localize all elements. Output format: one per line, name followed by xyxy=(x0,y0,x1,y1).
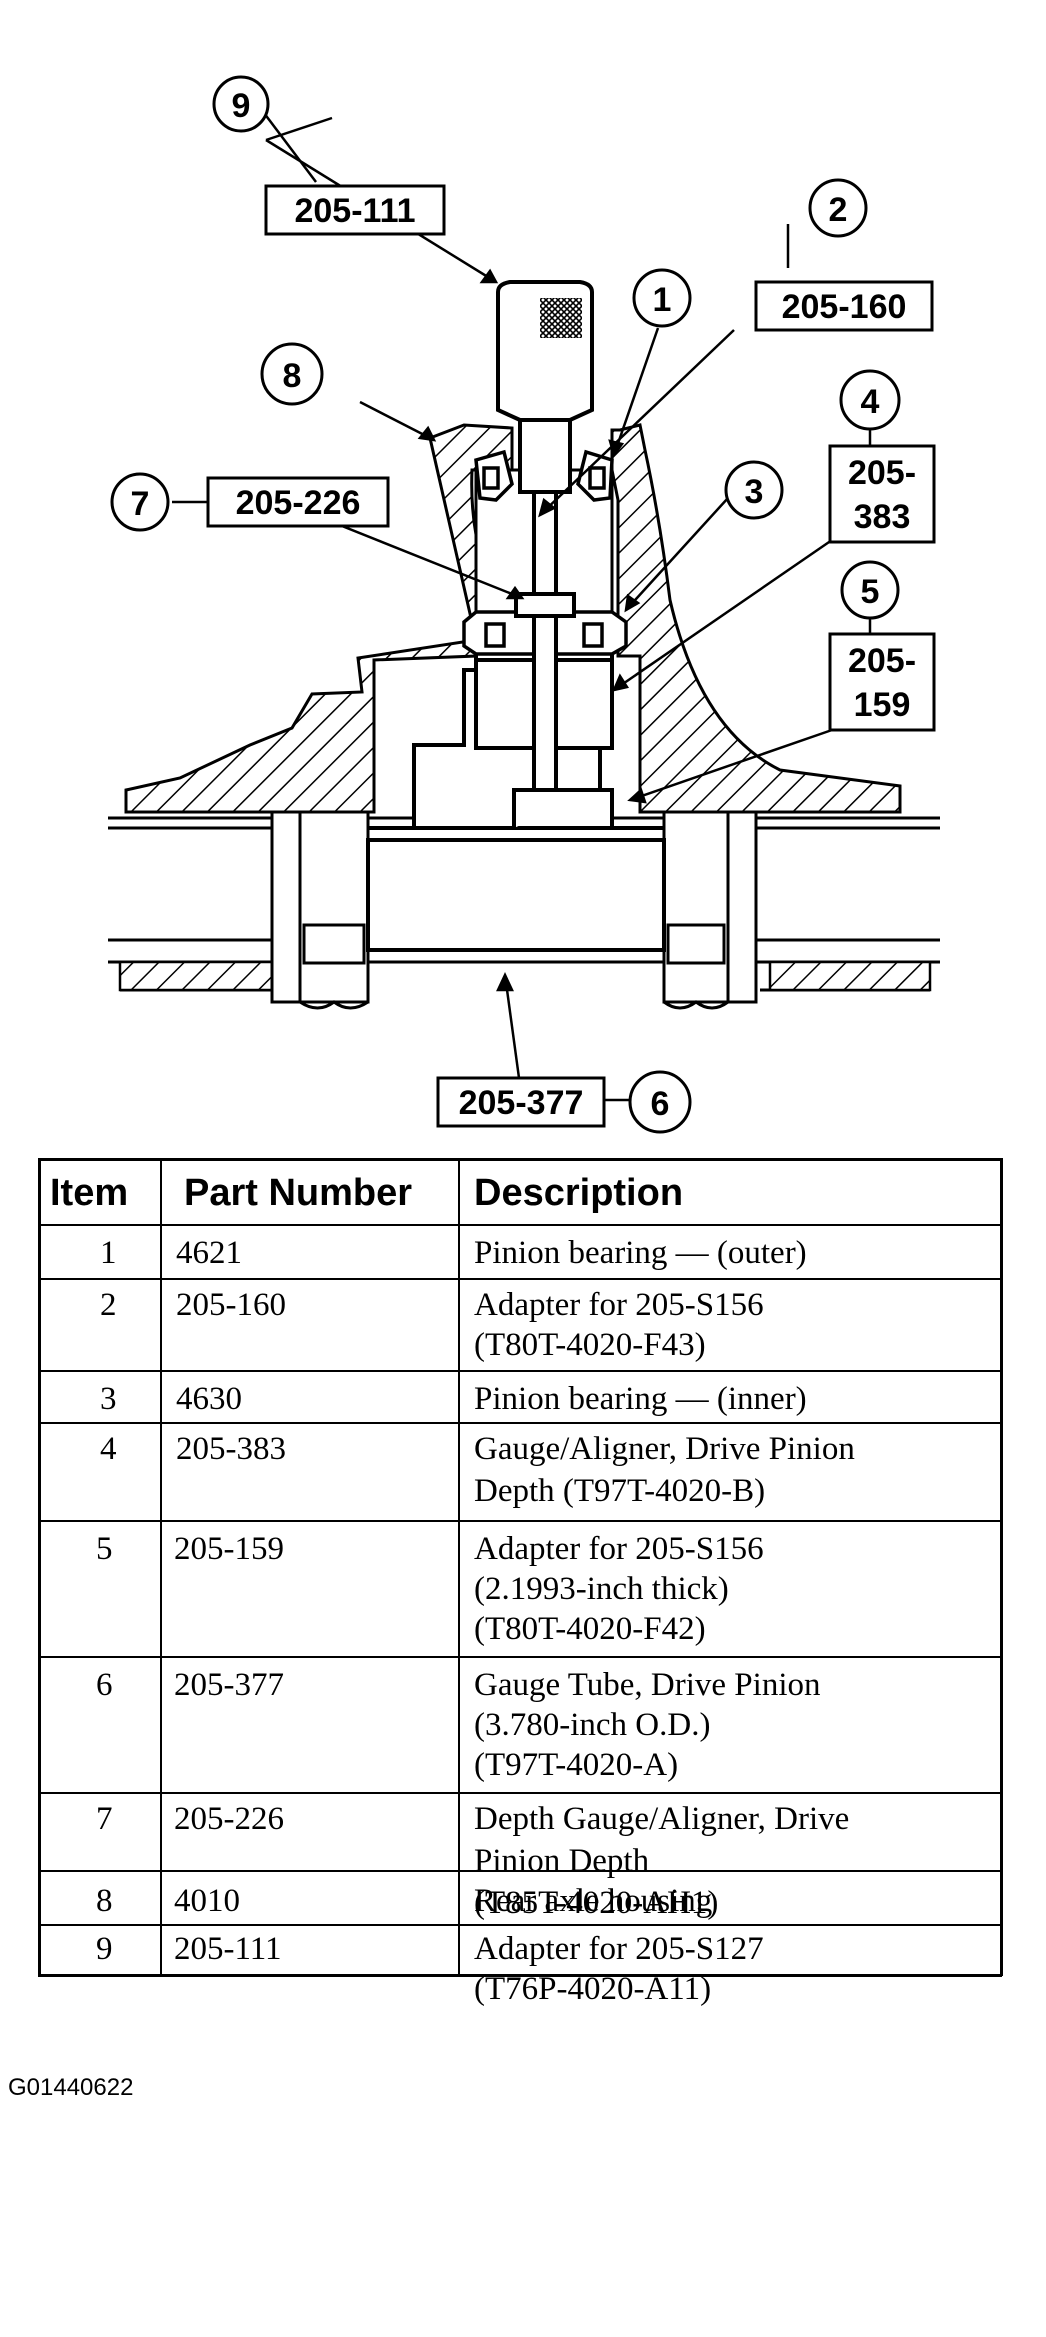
callout-5: 5 205- 159 xyxy=(828,560,936,732)
svg-text:1: 1 xyxy=(653,281,672,319)
svg-text:7: 7 xyxy=(131,485,150,523)
table-row-7-part: 205-226 xyxy=(174,1801,284,1837)
callout-8: 8 xyxy=(260,342,324,406)
housing-bolts xyxy=(270,810,758,1010)
table-row-8-desc: Rear axle housing xyxy=(474,1883,713,1919)
svg-text:383: 383 xyxy=(854,498,911,536)
callout-6: 205-377 6 xyxy=(436,1070,692,1134)
svg-text:205-111: 205-111 xyxy=(294,192,415,230)
table-row-5-item: 5 xyxy=(96,1531,113,1567)
svg-text:2: 2 xyxy=(829,191,848,229)
table-row-5-part: 205-159 xyxy=(174,1531,284,1567)
callout-7: 7 205-226 xyxy=(110,472,390,532)
figure-code: G01440622 xyxy=(8,2074,134,2101)
outer-pinion-bearing xyxy=(474,449,614,502)
table-row-3-part: 4630 xyxy=(176,1381,242,1417)
callout-9: 9 205-111 xyxy=(212,75,446,236)
callout-3: 3 xyxy=(724,460,784,520)
callout-1: 1 xyxy=(632,268,692,328)
table-row-5-desc-1: Adapter for 205-S156 xyxy=(474,1531,764,1567)
gauge-tube xyxy=(366,826,666,952)
svg-text:8: 8 xyxy=(283,357,302,395)
header-description: Description xyxy=(474,1172,684,1214)
table-row-1-item: 1 xyxy=(100,1235,117,1271)
header-part-number: Part Number xyxy=(184,1172,413,1214)
svg-text:205-377: 205-377 xyxy=(459,1084,584,1122)
svg-text:205-226: 205-226 xyxy=(236,484,361,522)
table-row-6-part: 205-377 xyxy=(174,1667,284,1703)
table-row-8-part: 4010 xyxy=(174,1883,240,1919)
svg-text:9: 9 xyxy=(232,87,251,125)
table-row-4-desc-2: Depth (T97T-4020-B) xyxy=(474,1473,766,1509)
svg-text:6: 6 xyxy=(651,1085,670,1123)
svg-text:3: 3 xyxy=(745,473,764,511)
table-row-2-desc-2: (T80T-4020-F43) xyxy=(474,1327,706,1363)
table-row-2-desc-1: Adapter for 205-S156 xyxy=(474,1287,764,1323)
callout-2: 2 205-160 xyxy=(754,178,934,332)
svg-text:205-160: 205-160 xyxy=(782,288,907,326)
table-row-7-desc-2: Pinion Depth xyxy=(474,1843,650,1879)
svg-text:205-: 205- xyxy=(848,454,916,492)
header-item: Item xyxy=(50,1172,129,1214)
table-row-1-part: 4621 xyxy=(176,1235,242,1271)
svg-text:4: 4 xyxy=(861,383,880,421)
table-row-6-desc-1: Gauge Tube, Drive Pinion xyxy=(474,1667,821,1703)
svg-text:205-: 205- xyxy=(848,642,916,680)
pinion-depth-diagram: 9 205-111 2 205-160 1 8 7 205-226 3 4 20… xyxy=(108,75,940,1134)
table-row-9-item: 9 xyxy=(96,1931,113,1967)
lower-hatch xyxy=(118,960,932,992)
table-row-5-desc-3: (T80T-4020-F42) xyxy=(474,1611,706,1647)
table-row-8-item: 8 xyxy=(96,1883,113,1919)
table-row-6-item: 6 xyxy=(96,1667,113,1703)
table-row-4-desc-1: Gauge/Aligner, Drive Pinion xyxy=(474,1431,855,1467)
table-row-1-desc: Pinion bearing — (outer) xyxy=(474,1235,807,1271)
table-row-2-part: 205-160 xyxy=(176,1287,286,1323)
knurled-grip xyxy=(540,298,582,338)
table-row-9-desc-1: Adapter for 205-S127 xyxy=(474,1931,764,1967)
table-row-7-desc-1: Depth Gauge/Aligner, Drive xyxy=(474,1801,850,1837)
table-row-4-item: 4 xyxy=(100,1431,117,1467)
svg-text:5: 5 xyxy=(861,573,880,611)
svg-text:159: 159 xyxy=(854,686,911,724)
table-row-3-item: 3 xyxy=(100,1381,117,1417)
table-row-5-desc-2: (2.1993-inch thick) xyxy=(474,1571,729,1607)
table-row-7-desc-3: (T85T-4020-AH1) xyxy=(474,1885,719,1921)
table-row-4-part: 205-383 xyxy=(176,1431,286,1467)
table-row-2-item: 2 xyxy=(100,1287,117,1323)
table-row-7-item: 7 xyxy=(96,1801,113,1837)
table-row-6-desc-2: (3.780-inch O.D.) xyxy=(474,1707,711,1743)
callout-4: 4 205- 383 xyxy=(828,369,936,544)
table-row-3-desc: Pinion bearing — (inner) xyxy=(474,1381,807,1417)
table-row-6-desc-3: (T97T-4020-A) xyxy=(474,1747,679,1783)
table-row-9-part: 205-111 xyxy=(174,1931,282,1967)
table-row-9-desc-2: (T76P-4020-A11) xyxy=(474,1971,712,2007)
